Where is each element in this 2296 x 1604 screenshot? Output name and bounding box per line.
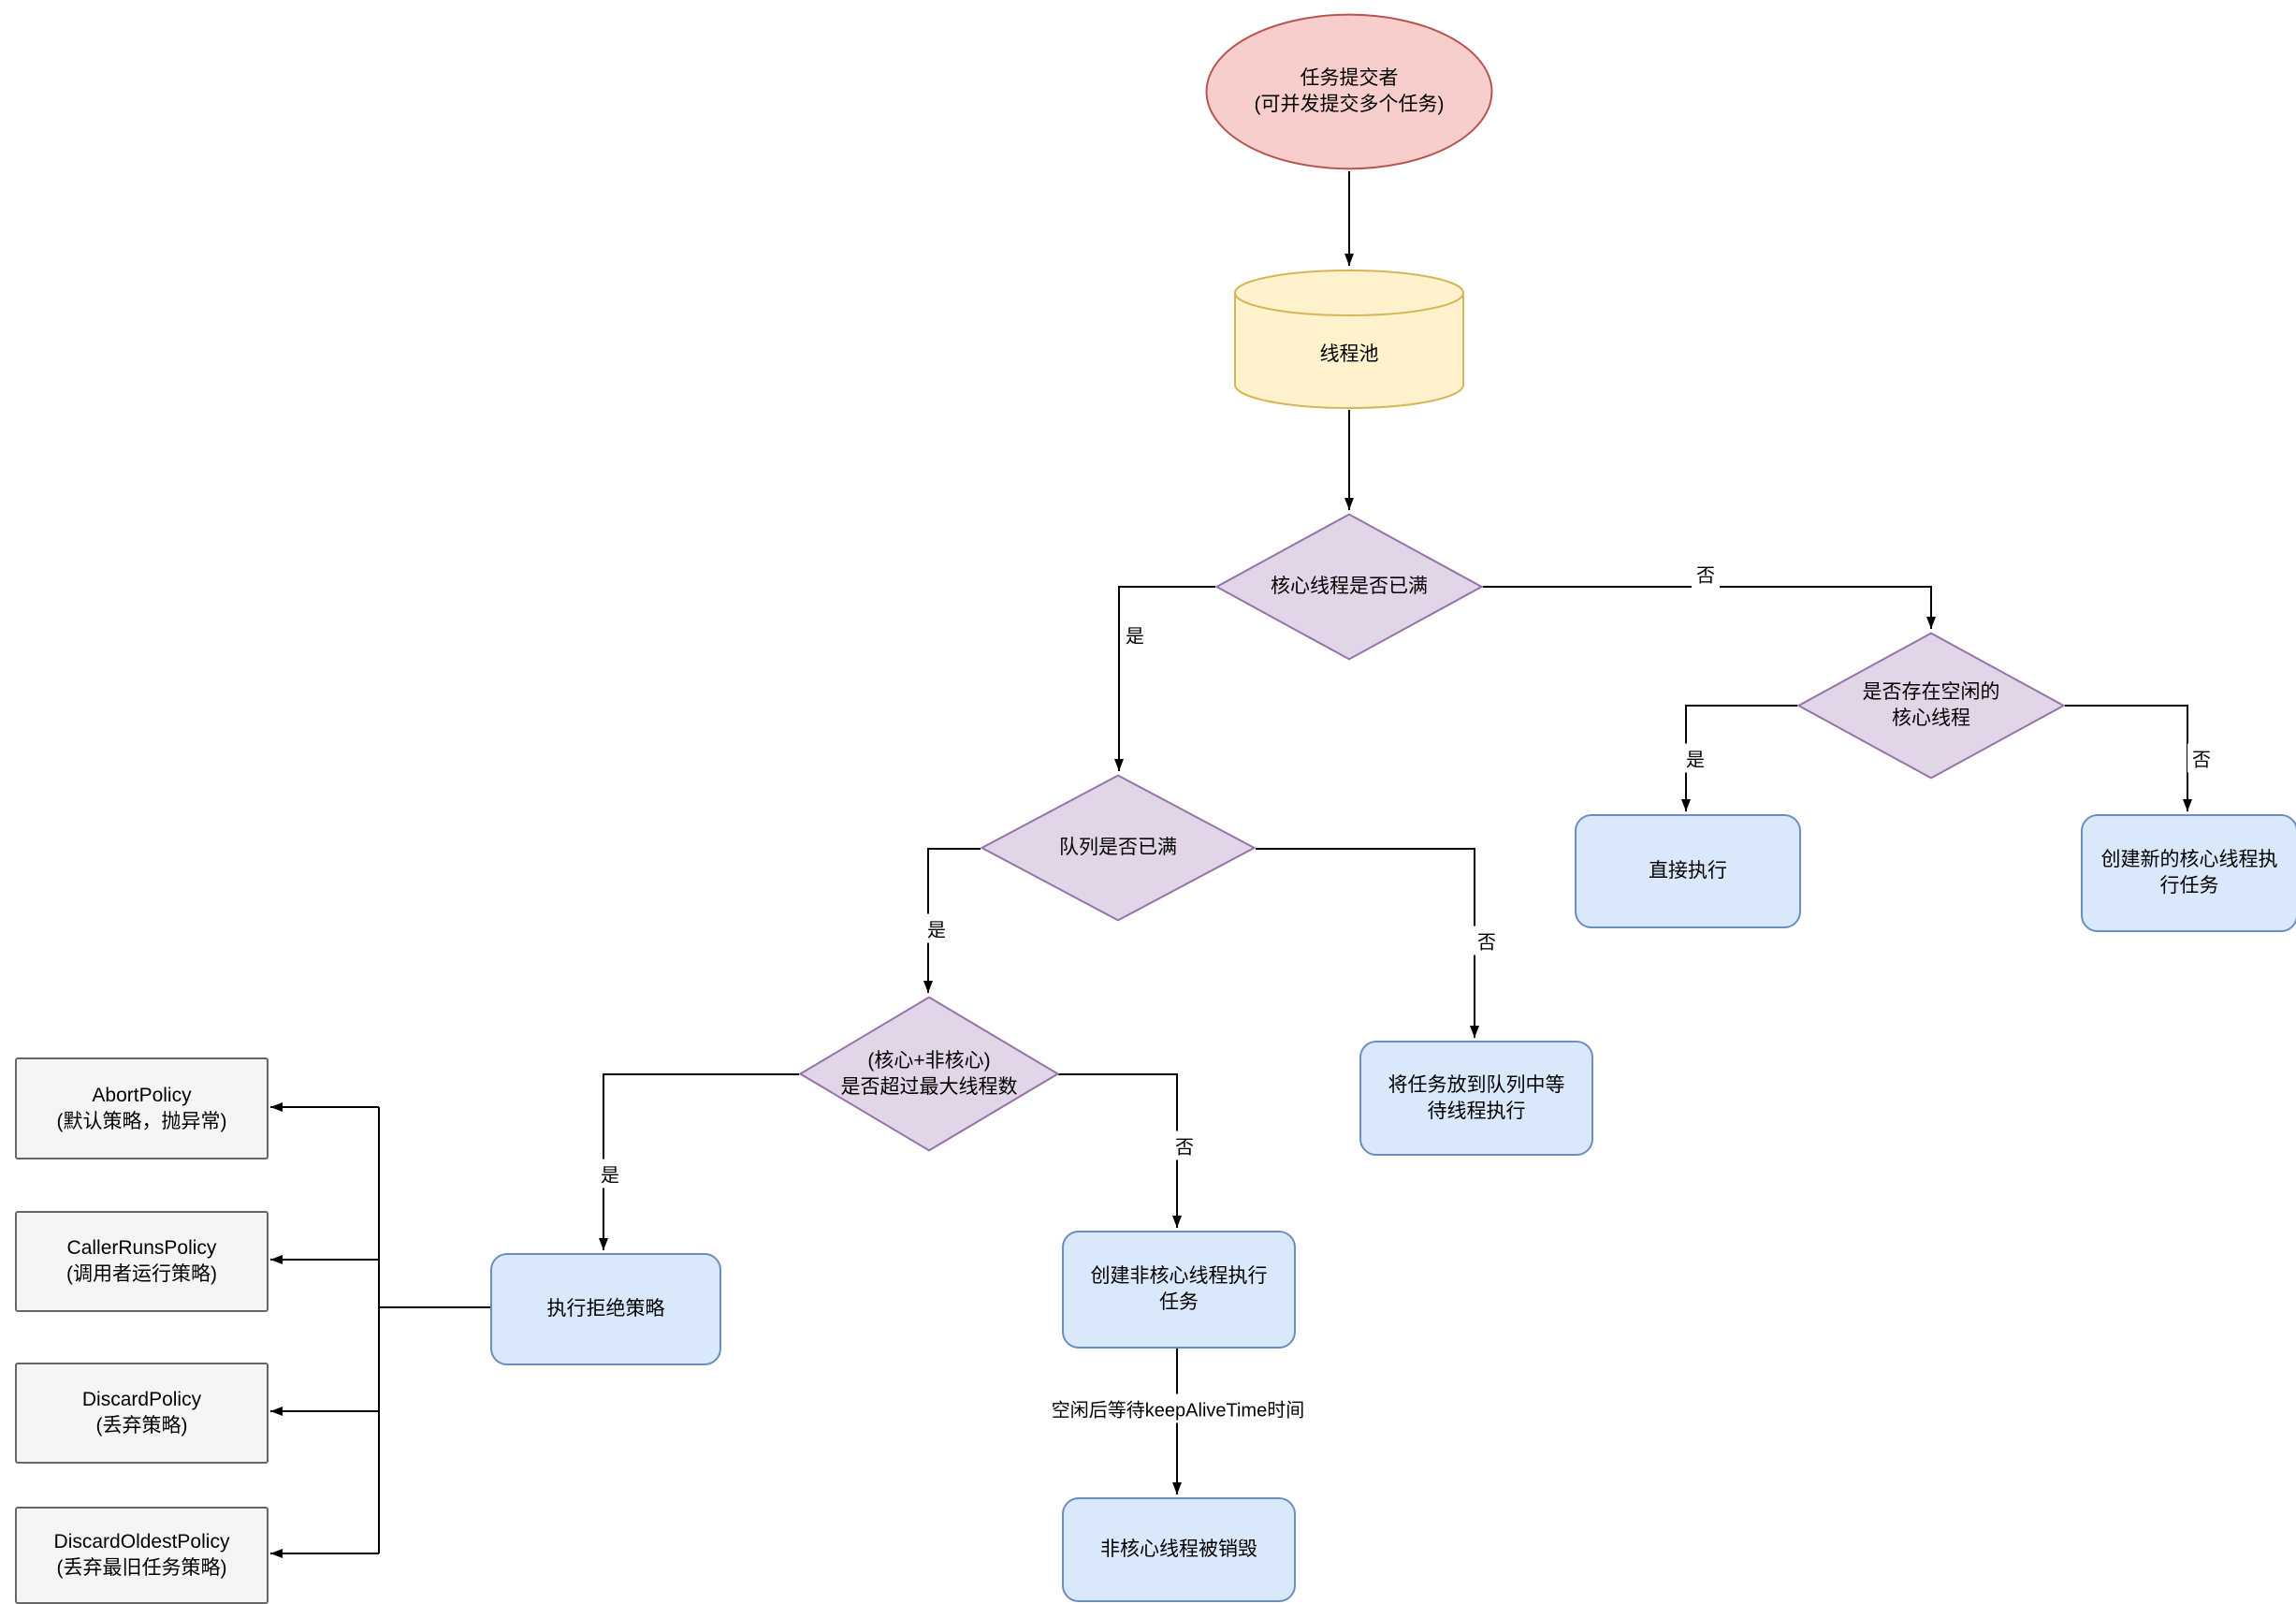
decision-idle-core-thread: 是否存在空闲的 核心线程 (1797, 632, 2065, 780)
edge-label-yes-idle-core: 是 (1681, 743, 1709, 773)
decision-max-threads-label: (核心+非核心) 是否超过最大线程数 (840, 1049, 1018, 1098)
noncore-destroyed-node: 非核心线程被销毁 (1062, 1497, 1296, 1602)
edge-label-yes-core-full: 是 (1121, 620, 1149, 649)
decision-core-threads-full: 核心线程是否已满 (1215, 513, 1483, 661)
decision-queue-full-label: 队列是否已满 (1059, 837, 1177, 859)
decision-queue-full: 队列是否已满 (981, 774, 1256, 922)
create-core-thread-label: 创建新的核心线程执 行任务 (2100, 849, 2278, 897)
decision-core-threads-full-label: 核心线程是否已满 (1271, 576, 1428, 598)
edge-max-threads-no (1058, 1073, 1182, 1228)
discard-policy-label: DiscardPolicy (丢弃策略) (81, 1389, 202, 1436)
diamond-shape (981, 774, 1256, 922)
edge-label-yes-queue-full: 是 (923, 913, 951, 943)
caller-runs-policy-node: CallerRunsPolicy (调用者运行策略) (15, 1211, 269, 1312)
edge-label-no-core-full: 否 (1692, 559, 1720, 589)
submitter-node: 任务提交者 (可并发提交多个任务) (1205, 13, 1493, 170)
discard-oldest-policy-node: DiscardOldestPolicy (丢弃最旧任务策略) (15, 1507, 269, 1604)
discard-policy-node: DiscardPolicy (丢弃策略) (15, 1363, 269, 1464)
thread-pool-label: 线程池 (1319, 343, 1379, 366)
abort-policy-label: AbortPolicy (默认策略，抛异常) (56, 1084, 227, 1132)
create-noncore-thread-label: 创建非核心线程执行 任务 (1090, 1265, 1268, 1313)
edge-label-no-idle-core: 否 (2187, 743, 2216, 773)
diamond-shape (1797, 632, 2065, 780)
caller-runs-policy-label: CallerRunsPolicy (调用者运行策略) (66, 1237, 217, 1285)
reject-policy-node: 执行拒绝策略 (490, 1253, 721, 1365)
noncore-destroyed-label: 非核心线程被销毁 (1100, 1538, 1257, 1561)
edge-label-yes-max-threads: 是 (596, 1159, 624, 1188)
edge-max-threads-yes (599, 1073, 799, 1250)
edge-label-no-max-threads: 否 (1170, 1130, 1199, 1160)
submitter-label: 任务提交者 (可并发提交多个任务) (1254, 67, 1445, 115)
decision-idle-core-thread-label: 是否存在空闲的 核心线程 (1862, 681, 2000, 729)
direct-execute-node: 直接执行 (1575, 814, 1801, 928)
diamond-shape (799, 996, 1059, 1152)
edge-core-full-no (1483, 586, 1936, 629)
thread-pool-node: 线程池 (1234, 269, 1464, 409)
edge-core-full-yes (1114, 586, 1215, 771)
discard-oldest-policy-label: DiscardOldestPolicy (丢弃最旧任务策略) (53, 1531, 230, 1579)
enqueue-task-label: 将任务放到队列中等 待线程执行 (1388, 1073, 1565, 1122)
abort-policy-node: AbortPolicy (默认策略，抛异常) (15, 1057, 269, 1159)
create-core-thread-node: 创建新的核心线程执 行任务 (2081, 814, 2296, 932)
ellipse-shape (1205, 13, 1493, 170)
edge-idle-core-no (2065, 705, 2192, 811)
edge-queue-full-no (1256, 848, 1479, 1038)
diamond-shape (1215, 513, 1483, 661)
create-noncore-thread-node: 创建非核心线程执行 任务 (1062, 1231, 1296, 1349)
edge-label-keep-alive: 空闲后等待keepAliveTime时间 (1046, 1393, 1310, 1423)
edge-label-no-queue-full: 否 (1473, 926, 1501, 955)
reject-policy-label: 执行拒绝策略 (546, 1298, 665, 1320)
decision-max-threads: (核心+非核心) 是否超过最大线程数 (799, 996, 1059, 1152)
enqueue-task-node: 将任务放到队列中等 待线程执行 (1359, 1041, 1593, 1156)
cylinder-shape (1234, 270, 1464, 409)
direct-execute-label: 直接执行 (1649, 860, 1727, 882)
